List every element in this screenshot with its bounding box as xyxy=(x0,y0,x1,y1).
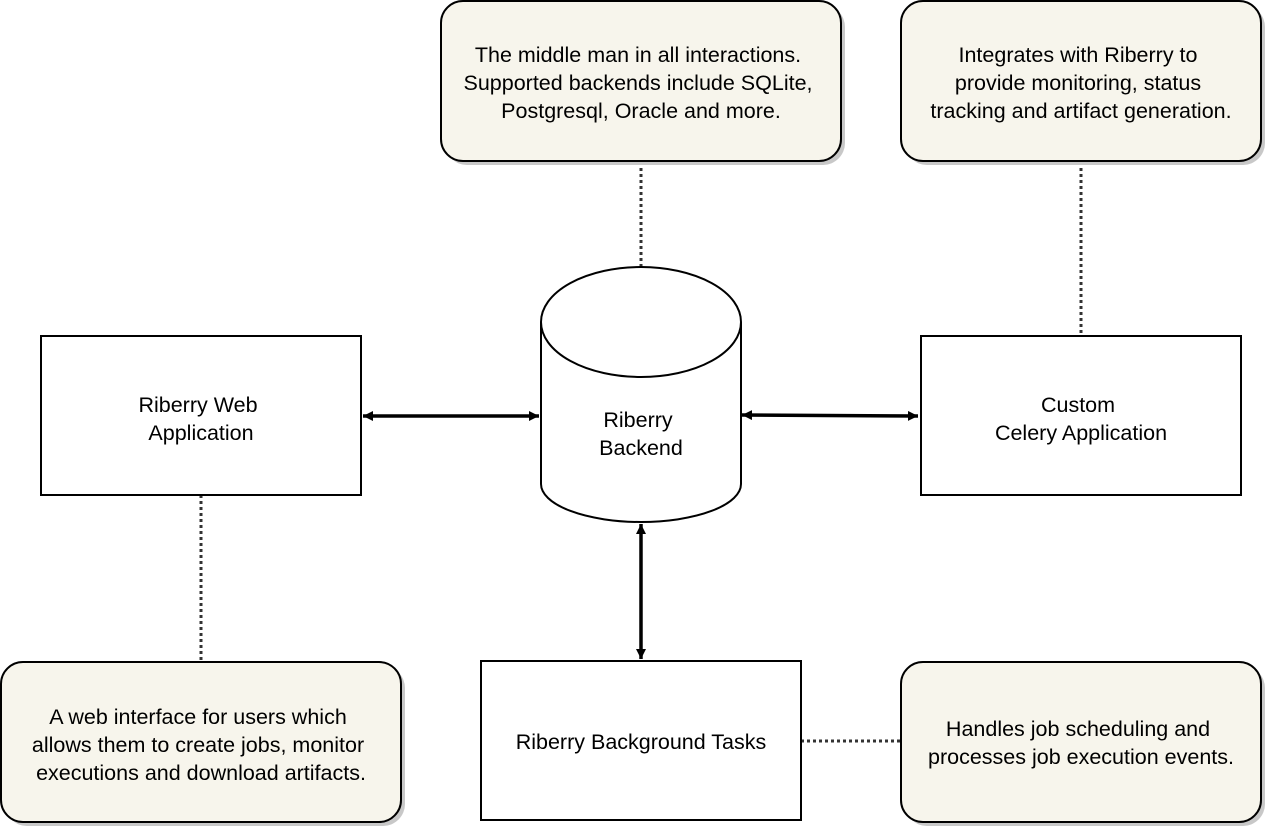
labels: Riberry Web Application Riberry Backend … xyxy=(32,43,1234,785)
dotted-connectors xyxy=(199,162,1083,743)
web-note-box xyxy=(0,661,402,823)
backend-note-box xyxy=(440,0,842,162)
tasks-note-box xyxy=(900,661,1262,823)
web-app-box xyxy=(40,335,362,496)
background-tasks-box xyxy=(480,660,802,821)
celery-app-box xyxy=(920,335,1242,496)
web-app-label: Riberry Web Application xyxy=(138,393,263,445)
celery-note-box xyxy=(900,0,1262,162)
backend-cylinder xyxy=(540,266,742,523)
celery-app-label: Custom Celery Application xyxy=(995,393,1167,445)
backend-label: Riberry Backend xyxy=(599,408,683,460)
tasks-note-text: Handles job scheduling and processes job… xyxy=(928,717,1234,769)
backend-celery-arrow xyxy=(741,410,919,421)
backend-note-text: The middle man in all interactions. Supp… xyxy=(464,43,819,123)
web-note-text: A web interface for users which allows t… xyxy=(32,705,370,785)
background-tasks-label: Riberry Background Tasks xyxy=(516,730,767,754)
arrows xyxy=(363,410,919,659)
celery-note-text: Integrates with Riberry to provide monit… xyxy=(930,43,1231,123)
